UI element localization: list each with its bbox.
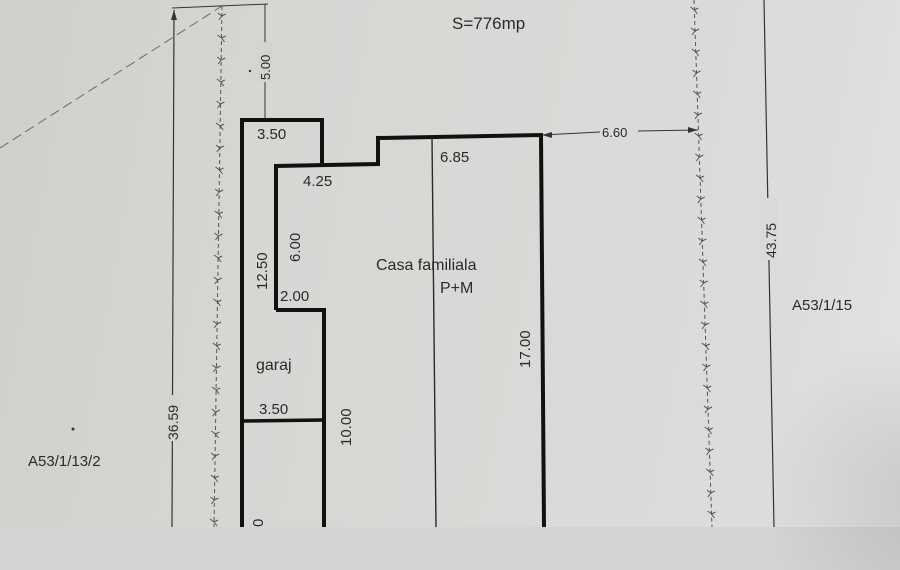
neighbor-left-parcel-label: A53/1/13/2 xyxy=(28,453,101,470)
left-fence-line xyxy=(209,5,227,527)
right-fence-line xyxy=(690,0,716,527)
garage-bottom-width-label: 3.50 xyxy=(259,401,288,418)
building-outline xyxy=(240,118,546,527)
inner-depth-label: 6.00 xyxy=(287,233,304,262)
garage-depth-label: 12.50 xyxy=(254,252,271,290)
house-depth-label: 17.00 xyxy=(517,330,534,368)
building-name-label: Casa familiala xyxy=(376,257,477,274)
front-setback-dimension: 5.00 xyxy=(248,4,273,120)
interior-wall-line xyxy=(431,136,437,527)
house-width-label: 6.85 xyxy=(440,149,469,166)
right-lot-depth-label: 43.75 xyxy=(763,223,779,258)
surface-area-label: S=776mp xyxy=(452,14,525,33)
right-setback-label: 6.60 xyxy=(602,125,627,140)
diagonal-reference-line xyxy=(0,5,223,149)
step-width-label: 4.25 xyxy=(303,173,332,190)
garage-top-width-label: 3.50 xyxy=(257,126,286,143)
left-lot-dimension: 36.59 xyxy=(165,3,269,527)
neighbor-right-parcel-label: A53/1/15 xyxy=(792,297,852,314)
site-plan-drawing: 36.59 43.75 5.00 xyxy=(0,0,852,527)
garage-label: garaj xyxy=(256,357,292,374)
building-floors-label: P+M xyxy=(440,280,473,297)
front-setback-label: 5.00 xyxy=(258,55,273,80)
garage-lower-depth-label: 10.00 xyxy=(338,408,355,446)
left-lot-depth-label: 36.59 xyxy=(165,405,181,440)
bottom-cut-label: 0 xyxy=(250,519,267,527)
right-setback-dimension: 6.60 xyxy=(541,125,699,140)
inner-step-label: 2.00 xyxy=(280,288,309,305)
survey-point-marker xyxy=(71,427,75,431)
right-lot-dimension: 43.75 xyxy=(760,0,779,527)
